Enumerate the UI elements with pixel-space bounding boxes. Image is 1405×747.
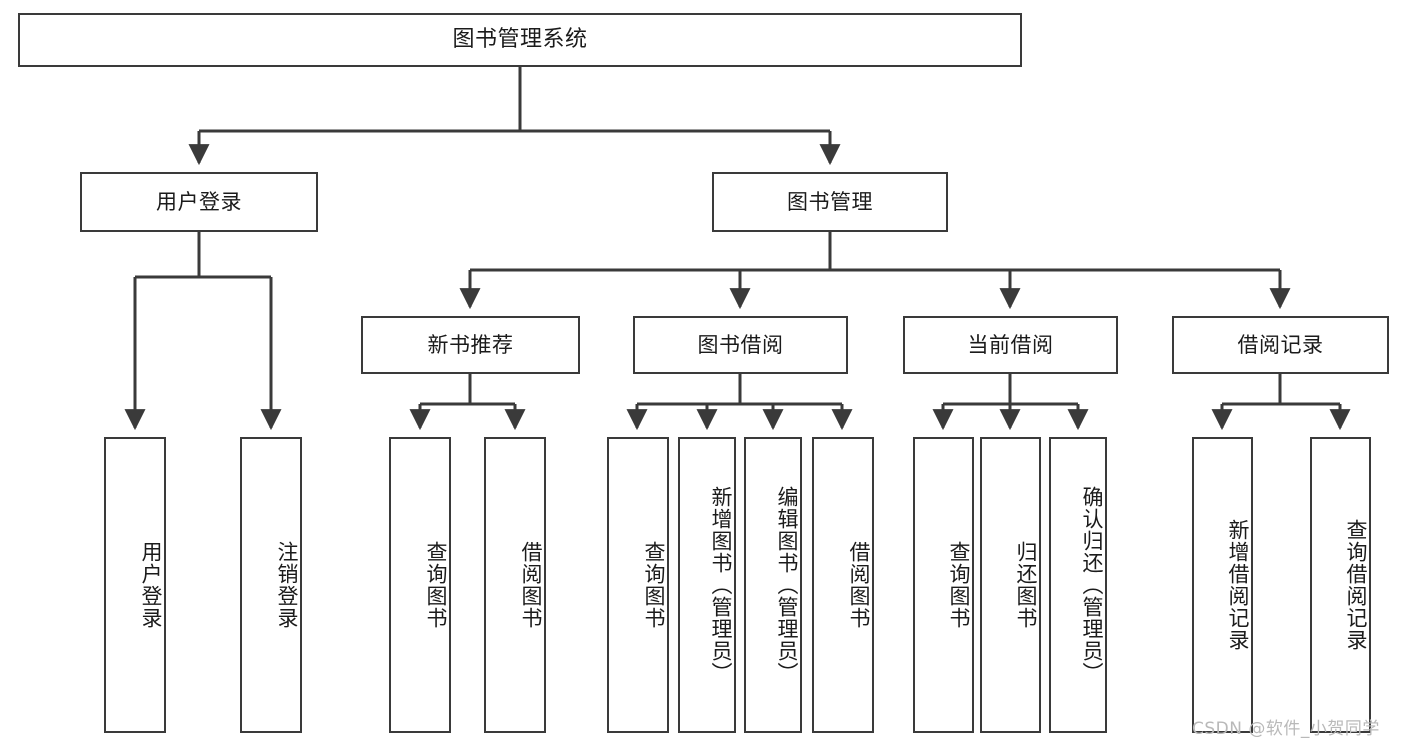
node-leaf-query-book-3-label: 查询图书	[947, 541, 971, 629]
node-current-borrow-label: 当前借阅	[967, 332, 1054, 357]
node-book-borrow-label: 图书借阅	[697, 332, 784, 357]
node-borrow-record-label: 借阅记录	[1237, 332, 1324, 357]
node-leaf-query-book-2[interactable]: 查询图书	[607, 437, 669, 733]
node-leaf-query-book-2-label: 查询图书	[642, 541, 666, 629]
node-leaf-return-book[interactable]: 归还图书	[980, 437, 1041, 733]
node-leaf-query-record-label: 查询借阅记录	[1344, 519, 1368, 651]
node-borrow-record[interactable]: 借阅记录	[1172, 316, 1389, 374]
node-leaf-confirm-return-label: 确认归还（管理员）	[1080, 486, 1104, 684]
node-leaf-confirm-return[interactable]: 确认归还（管理员）	[1049, 437, 1107, 733]
node-leaf-add-book[interactable]: 新增图书（管理员）	[678, 437, 736, 733]
node-leaf-borrow-book-1-label: 借阅图书	[519, 541, 543, 629]
node-leaf-query-book-1[interactable]: 查询图书	[389, 437, 451, 733]
node-leaf-return-book-label: 归还图书	[1014, 541, 1038, 629]
node-leaf-borrow-book-2-label: 借阅图书	[847, 541, 871, 629]
node-book-manage-label: 图书管理	[787, 189, 873, 214]
node-leaf-add-record-label: 新增借阅记录	[1226, 519, 1250, 651]
node-leaf-edit-book[interactable]: 编辑图书（管理员）	[744, 437, 802, 733]
node-leaf-query-book-3[interactable]: 查询图书	[913, 437, 974, 733]
node-leaf-borrow-book-1[interactable]: 借阅图书	[484, 437, 546, 733]
node-leaf-user-login-label: 用户登录	[139, 541, 163, 629]
node-leaf-query-book-1-label: 查询图书	[424, 541, 448, 629]
node-leaf-add-record[interactable]: 新增借阅记录	[1192, 437, 1253, 733]
node-new-book-rec[interactable]: 新书推荐	[361, 316, 580, 374]
node-leaf-edit-book-label: 编辑图书（管理员）	[775, 486, 799, 684]
node-leaf-user-login[interactable]: 用户登录	[104, 437, 166, 733]
node-book-manage[interactable]: 图书管理	[712, 172, 948, 232]
node-leaf-borrow-book-2[interactable]: 借阅图书	[812, 437, 874, 733]
node-user-login-label: 用户登录	[156, 189, 242, 214]
node-leaf-add-book-label: 新增图书（管理员）	[709, 486, 733, 684]
node-book-borrow[interactable]: 图书借阅	[633, 316, 848, 374]
watermark: CSDN @软件_小贺同学	[1192, 719, 1380, 739]
node-leaf-user-logout-label: 注销登录	[275, 541, 299, 629]
node-leaf-query-record[interactable]: 查询借阅记录	[1310, 437, 1371, 733]
node-root-label: 图书管理系统	[452, 27, 588, 53]
node-user-login[interactable]: 用户登录	[80, 172, 318, 232]
node-new-book-rec-label: 新书推荐	[427, 332, 514, 357]
node-current-borrow[interactable]: 当前借阅	[903, 316, 1118, 374]
node-root[interactable]: 图书管理系统	[18, 13, 1022, 67]
node-leaf-user-logout[interactable]: 注销登录	[240, 437, 302, 733]
